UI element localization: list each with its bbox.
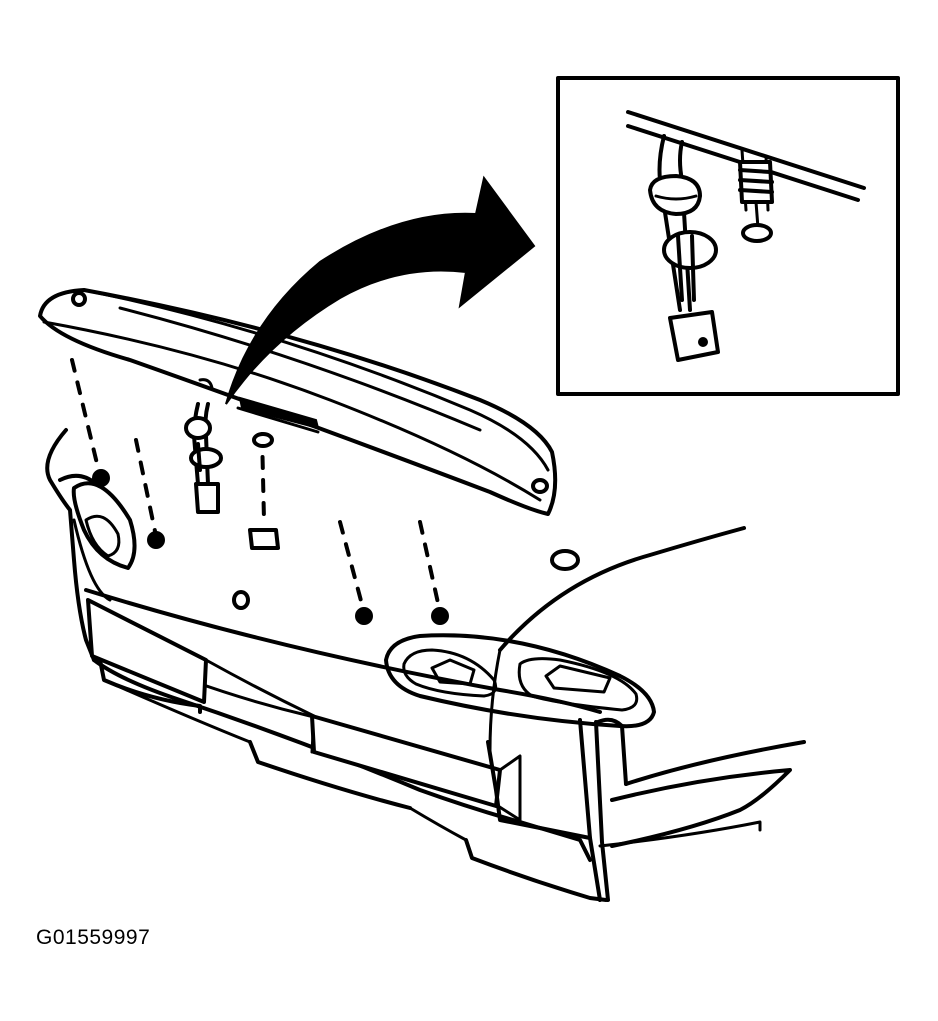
wiring-harness xyxy=(184,402,223,514)
spoiler-boss-icon xyxy=(71,291,87,307)
fastener-callouts xyxy=(70,358,449,625)
grommet-icon xyxy=(550,549,580,571)
grommet-icon xyxy=(648,174,702,216)
nut-icon xyxy=(147,531,165,549)
body-hole-icon xyxy=(662,230,718,270)
mounting-hole-icon xyxy=(232,590,250,610)
nut-icon xyxy=(355,607,373,625)
lamp-lens-icon xyxy=(238,396,320,430)
nut-icon xyxy=(92,469,110,487)
bolt-hole-icon xyxy=(252,432,274,448)
grommet-icon xyxy=(184,416,212,440)
bumper-fascia xyxy=(45,428,806,902)
spoiler-boss-icon xyxy=(531,478,549,494)
figure-code: G01559997 xyxy=(36,926,151,949)
detail-inset xyxy=(556,76,900,396)
electrical-connector-icon xyxy=(668,310,720,362)
body-hole-icon xyxy=(189,447,223,469)
electrical-connector-icon xyxy=(194,482,220,514)
bolt-hole-icon xyxy=(741,223,773,243)
nut-icon xyxy=(431,607,449,625)
spoiler-assembly xyxy=(38,288,558,516)
callout-arrow xyxy=(225,175,536,405)
hex-nut-icon xyxy=(248,528,280,550)
